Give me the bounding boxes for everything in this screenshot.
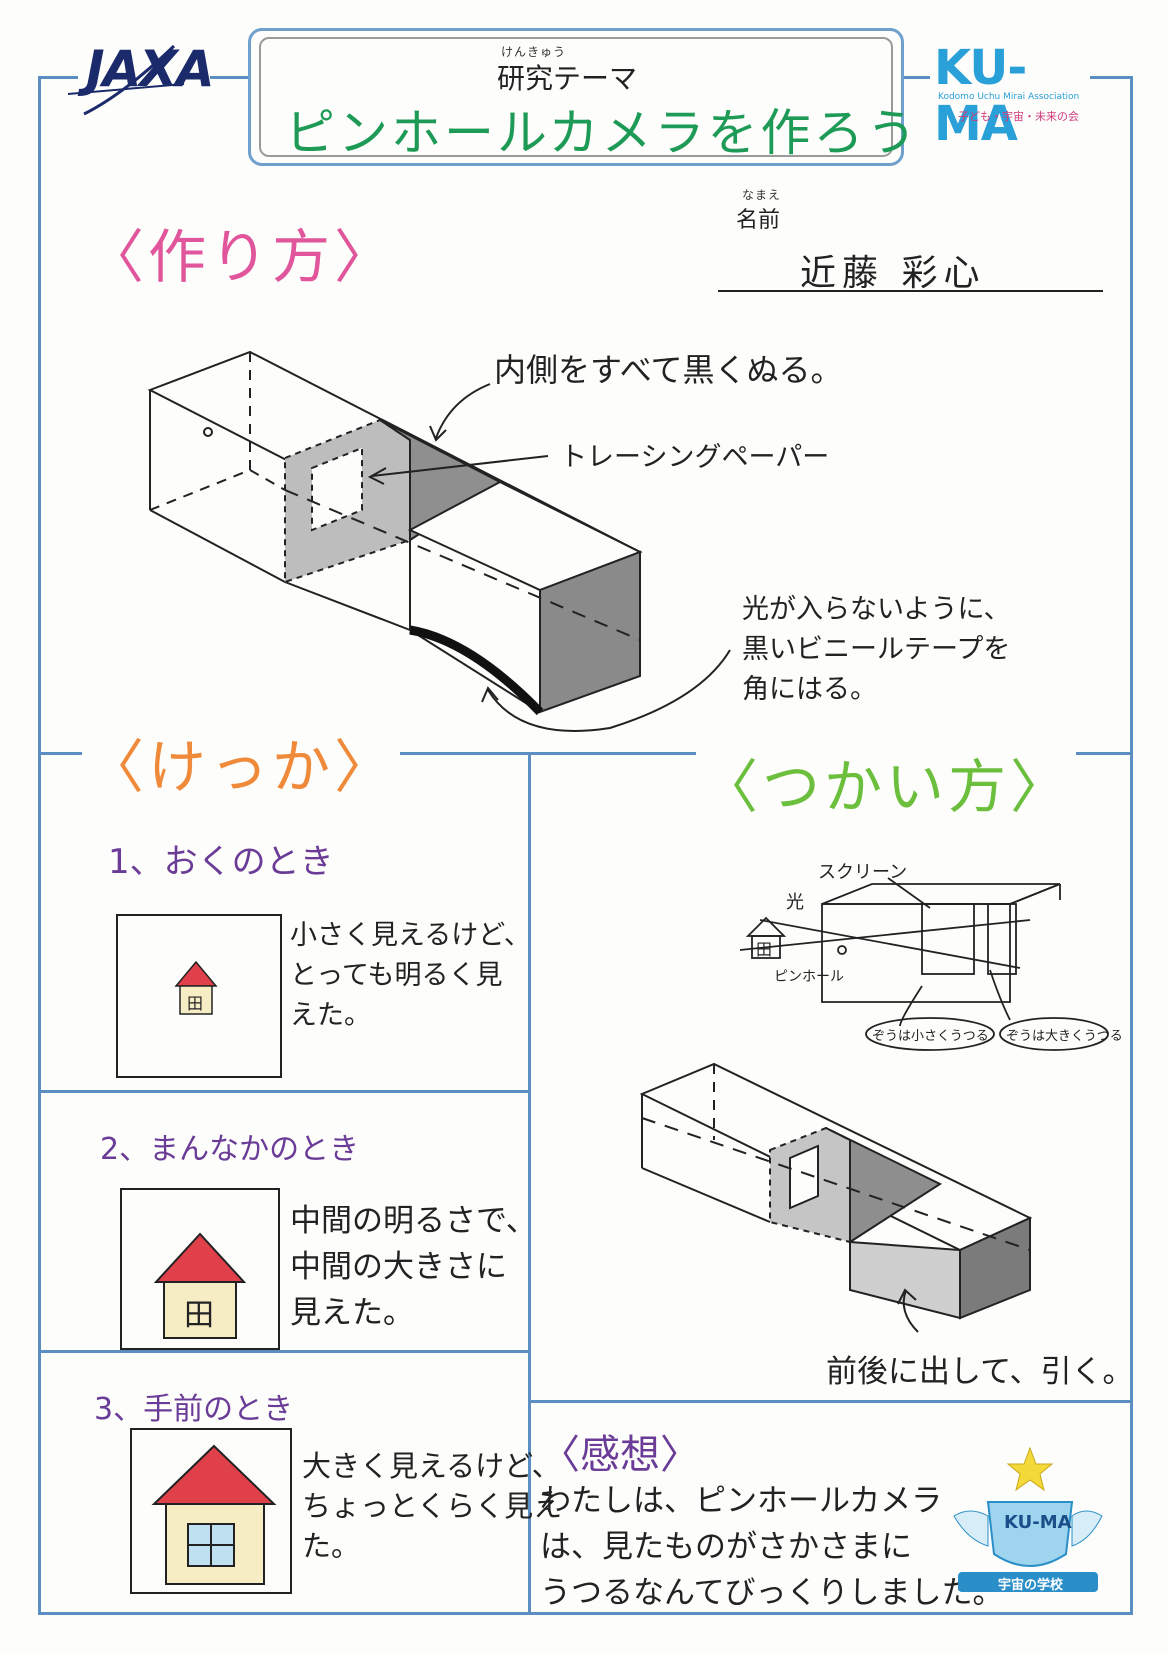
badge-emblem-icon xyxy=(953,1446,1103,1592)
theme-title: ピンホールカメラを作ろう xyxy=(285,104,920,162)
result-3-label: 3、手前のとき xyxy=(94,1392,294,1427)
kuma-subtitle-jp: 子ども・宇宙・未来の会 xyxy=(958,110,1079,123)
frame-bottom xyxy=(38,1612,1133,1615)
divider-horizontal-main xyxy=(38,752,1133,755)
house-small-icon xyxy=(174,960,218,1015)
divider-impression xyxy=(528,1400,1133,1403)
note-vinyl-tape: 光が入らないように、 黒いビニールテープを 角にはる。 xyxy=(742,594,1011,705)
usage-screen-label: スクリーン xyxy=(818,862,908,883)
name-value: 近藤 彩心 xyxy=(800,253,986,294)
howto-heading: 〈作り方〉 xyxy=(86,223,397,291)
house-large-icon xyxy=(151,1444,277,1585)
result-2-frame: 田 xyxy=(120,1188,280,1350)
theme-label: 研究テーマ xyxy=(497,62,638,95)
note-paint-black: 内側をすべて黒くぬる。 xyxy=(494,351,843,389)
kuma-subtitle-en: Kodomo Uchu Mirai Association xyxy=(938,92,1080,102)
divider-results-2 xyxy=(38,1350,530,1353)
frame-top-right xyxy=(898,76,930,79)
usage-house-label: 田 xyxy=(756,940,773,959)
result-3-text: 大きく見えるけど、 ちょっとくらく見え た。 xyxy=(302,1449,563,1563)
usage-bubble-large: ぞうは大きくうつる xyxy=(1006,1029,1123,1044)
name-underline xyxy=(718,290,1103,292)
result-2-text: 中間の明るさで、 中間の大きさに 見えた。 xyxy=(290,1203,537,1331)
jaxa-logo: JAXA xyxy=(64,34,224,124)
kuma-logo: KU-MA Kodomo Uchu Mirai Association 子ども・… xyxy=(928,40,1093,152)
result-3-frame: 田 xyxy=(130,1428,292,1594)
impression-heading: 〈感想〉 xyxy=(540,1432,700,1478)
usage-light-label: 光 xyxy=(786,892,804,913)
usage-heading: 〈つかい方〉 xyxy=(696,740,1077,824)
result-1-frame: 田 xyxy=(116,914,282,1078)
theme-ruby: けんきゅう xyxy=(501,45,567,59)
divider-vertical-center xyxy=(528,752,531,1614)
kuma-logo-text: KU-MA xyxy=(934,40,1027,152)
result-2-window: 田 xyxy=(184,1298,214,1333)
badge-label: 宇宙の学校 xyxy=(998,1578,1064,1593)
usage-caption: 前後に出して、引く。 xyxy=(826,1354,1134,1390)
impression-text: わたしは、ピンホールカメラ は、見たものがさかさまに うつるなんてびっくりしまし… xyxy=(540,1483,1004,1611)
result-1-text: 小さく見えるけど、 とっても明るく見 えた。 xyxy=(290,920,531,1031)
name-label: 名前 xyxy=(736,208,781,233)
result-2-label: 2、まんなかのとき xyxy=(100,1132,360,1167)
frame-top-far-right xyxy=(1090,76,1132,79)
results-heading: 〈けっか〉 xyxy=(82,720,401,804)
frame-top-left xyxy=(38,76,78,79)
house-medium-icon xyxy=(153,1232,247,1339)
jaxa-swoosh-icon xyxy=(67,44,185,116)
usage-bubble-small: ぞうは小さくうつる xyxy=(872,1029,989,1044)
frame-top-mid xyxy=(210,76,248,79)
theme-title-box: けんきゅう 研究テーマ ピンホールカメラを作ろう xyxy=(248,28,917,166)
usage-pinhole-label: ピンホール xyxy=(774,969,844,985)
jaxa-logo-text: JAXA xyxy=(86,40,215,98)
result-1-window: 田 xyxy=(187,994,204,1013)
name-ruby: なまえ xyxy=(742,188,782,202)
note-tracing-paper: トレーシングペーパー xyxy=(560,442,830,473)
badge-logo-text: KU-MA xyxy=(1004,1512,1072,1533)
result-1-label: 1、おくのとき xyxy=(108,842,334,882)
frame-left xyxy=(38,76,41,1614)
school-badge: KU-MA 宇宙の学校 xyxy=(948,1446,1108,1594)
divider-results-1 xyxy=(38,1090,530,1093)
frame-right xyxy=(1130,76,1133,1614)
